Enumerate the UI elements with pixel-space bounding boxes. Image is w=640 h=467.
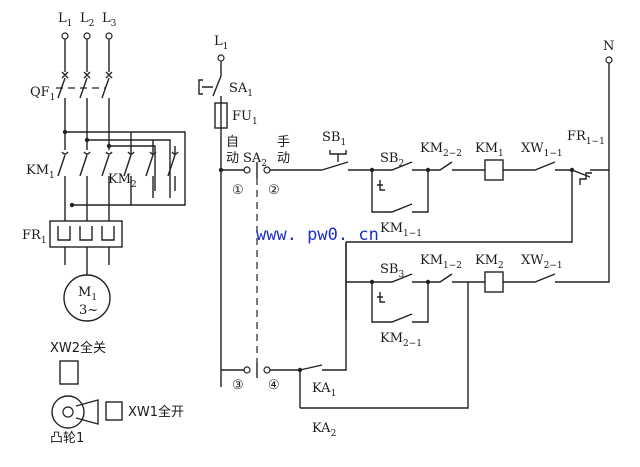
sa2-contact-2 (263, 166, 271, 174)
km1-2-contact (428, 273, 485, 283)
km2-feed (130, 132, 176, 155)
fr1-1-contact (571, 169, 609, 185)
phase-l2-label: L2 (80, 11, 94, 29)
motor-label: M1 (78, 285, 97, 303)
xw2-label: XW2全关 (50, 340, 106, 356)
ka2-label: KA2 (312, 421, 336, 439)
sa1-label: SA1 (229, 81, 253, 99)
km2-1-holding (371, 282, 429, 323)
fuse-label: FU1 (232, 109, 258, 127)
xw1-1-contact (503, 161, 572, 171)
cam-hub-icon (62, 406, 74, 418)
terminal-l3 (105, 32, 113, 40)
phase-l3-label: L3 (102, 11, 117, 29)
km1-contact-arcs (61, 151, 113, 155)
node (425, 279, 431, 285)
manual-label-1: 手 (277, 135, 290, 150)
breaker-label: QF1 (30, 85, 55, 103)
cam-lobe-icon (75, 399, 99, 425)
km2-2-label: KM2−2 (420, 141, 462, 159)
node (84, 137, 90, 143)
sa2-contact-1 (243, 166, 251, 174)
sb2-button (372, 161, 428, 171)
main-circuit: L1 L2 L3 QF1 KM1 KM2 FR1 (22, 11, 186, 322)
cam-section: XW2全关 XW1全开 凸轮1 (50, 340, 184, 446)
terminal-l2 (83, 32, 91, 40)
neutral-terminal (605, 56, 613, 64)
km1-coil-label: KM1 (475, 141, 504, 159)
sb1-label: SB1 (322, 130, 346, 148)
pos-3-label: ③ (232, 378, 244, 393)
km1-coil (484, 159, 504, 181)
sb2-actuator (377, 180, 385, 191)
breaker-crosses (61, 71, 113, 79)
motor-phase-label: 3~ (79, 303, 98, 318)
km1-2-label: KM1−2 (420, 253, 462, 271)
auto-label-1: 自 (226, 135, 239, 150)
km2-out (130, 176, 176, 205)
sa2-label: SA2 (243, 151, 267, 169)
auto-label-2: 动 (226, 151, 239, 166)
ka1-contact (299, 242, 347, 408)
neutral-bus (572, 63, 610, 283)
node (106, 143, 112, 149)
phase-wires-low (64, 176, 110, 222)
km1-1-label: KM1−1 (380, 221, 422, 239)
xw1-1-label: XW1−1 (521, 141, 563, 159)
km2-main-label: KM2 (108, 172, 137, 190)
row2-supply (346, 170, 573, 243)
motor-symbol (63, 274, 111, 322)
sb1-button (321, 150, 349, 171)
km2-1-label: KM2−1 (380, 331, 422, 349)
sb3-actuator (377, 292, 385, 303)
node (62, 129, 68, 135)
km1-contact-blades (57, 154, 110, 177)
ka2-contact (300, 282, 469, 409)
terminal-l1 (61, 32, 69, 40)
km1-main-label: KM1 (26, 163, 55, 181)
sa2-contact-4 (263, 366, 271, 374)
km1-1-holding (371, 170, 429, 213)
xw2-1-contact (503, 273, 572, 283)
xw2-1-label: XW2−1 (521, 253, 563, 271)
sb2-label: SB2 (380, 151, 404, 169)
ka1-label: KA1 (312, 381, 336, 399)
overload-relay-frame (49, 220, 123, 248)
node (297, 367, 303, 373)
supply-terminal (217, 54, 225, 62)
control-circuit: L1 SA1 FU1 自 动 SA2 手 动 ① ② ③ ④ (198, 34, 614, 439)
pos-2-label: ② (268, 183, 280, 198)
reversing-crossover (65, 131, 186, 206)
xw2-switch-icon (59, 360, 79, 385)
sa2-contact-3 (243, 366, 251, 374)
cam-label: 凸轮1 (50, 431, 84, 446)
neutral-label: N (603, 39, 614, 54)
watermark: www. pw0. cn (256, 225, 379, 245)
node (69, 202, 75, 208)
km2-coil-label: KM2 (475, 253, 504, 271)
km2-2-contact (428, 161, 485, 171)
pos-4-label: ④ (268, 378, 280, 393)
motor-leads (64, 247, 110, 277)
supply-label: L1 (214, 34, 228, 52)
km2-coil (484, 271, 504, 293)
xw1-label: XW1全开 (128, 404, 184, 420)
node (425, 167, 431, 173)
overload-label: FR1 (22, 228, 47, 246)
sb3-label: SB3 (380, 262, 404, 280)
phase-l1-label: L1 (58, 11, 72, 29)
km2-contact-blades (123, 154, 176, 177)
xw1-switch-icon (105, 401, 123, 421)
fr1-1-label: FR1−1 (567, 129, 605, 147)
manual-label-2: 动 (277, 151, 290, 166)
pos-1-label: ① (232, 183, 244, 198)
phase-wires-top (64, 39, 110, 72)
overload-elements (57, 226, 115, 241)
sb3-button (346, 273, 428, 283)
sa1-switch (198, 75, 222, 97)
